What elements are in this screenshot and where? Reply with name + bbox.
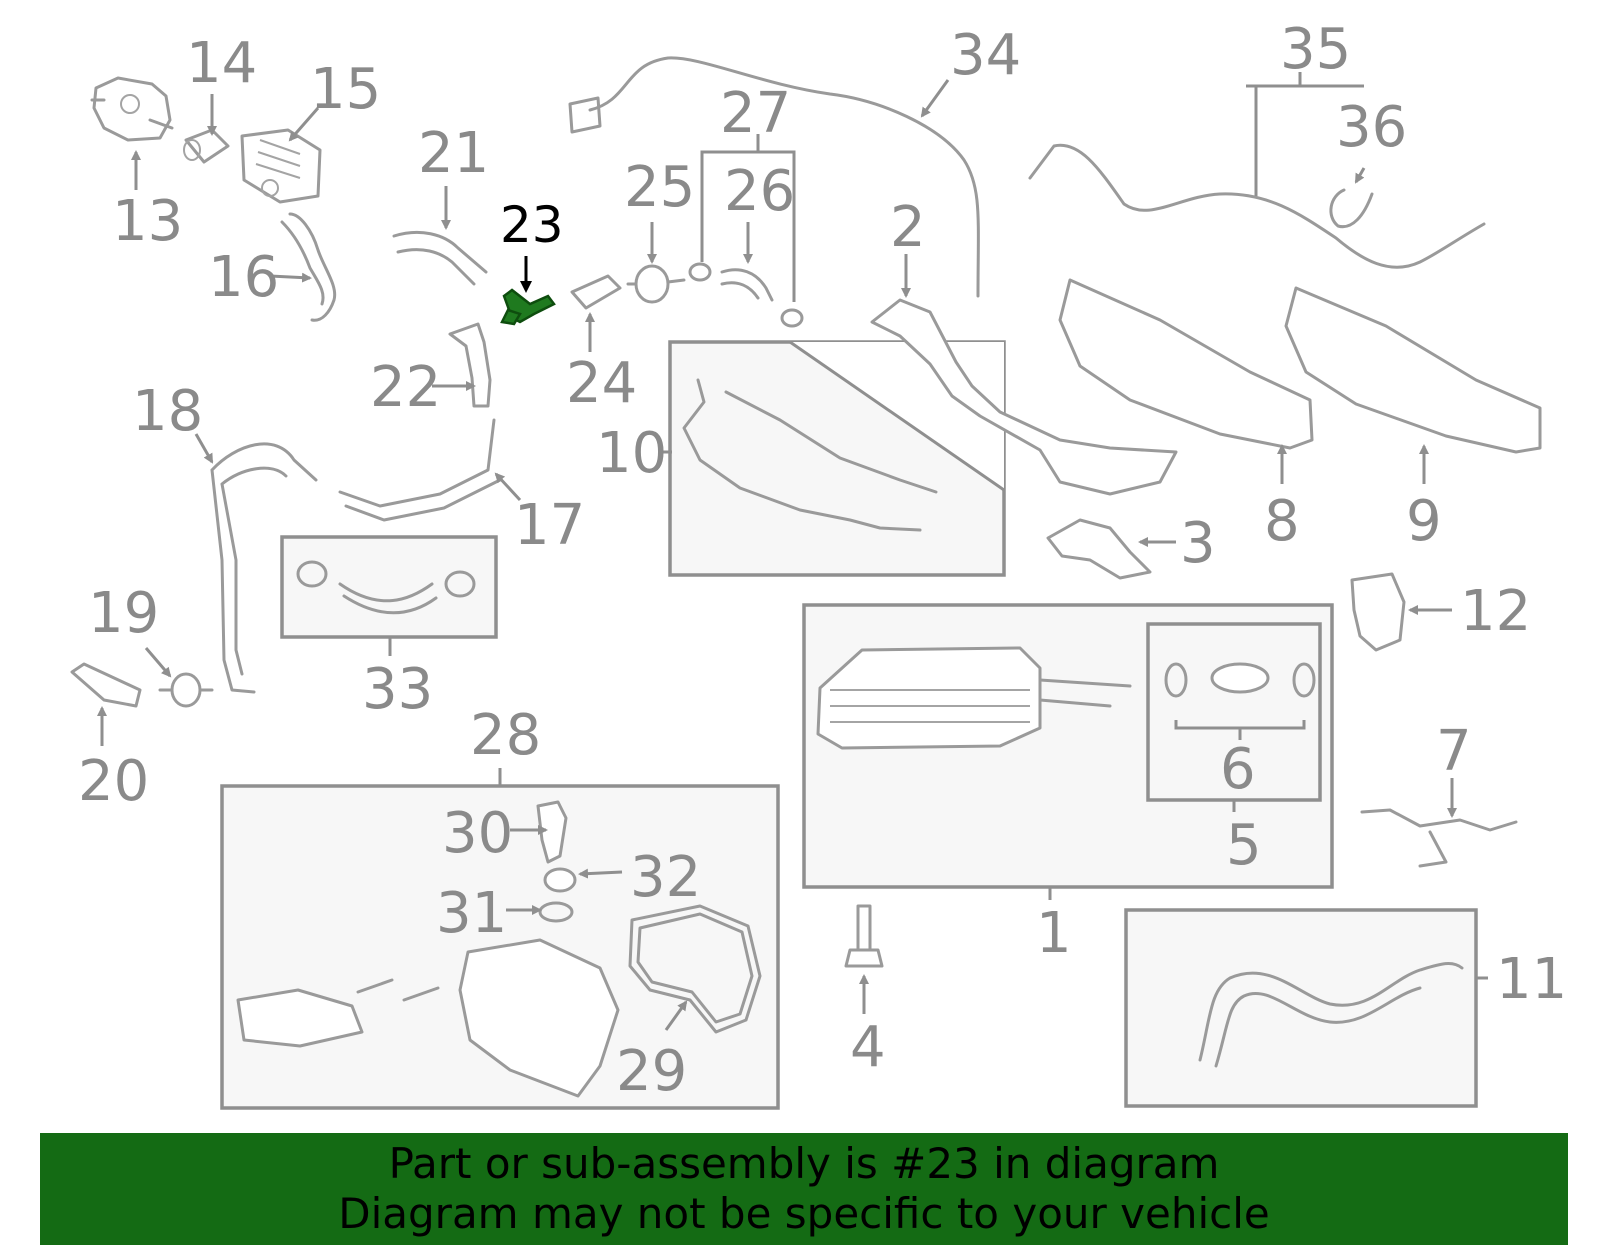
part-25-valve bbox=[626, 264, 686, 304]
footer-line-2: Diagram may not be specific to your vehi… bbox=[338, 1189, 1270, 1238]
part-33-hose bbox=[296, 560, 476, 615]
callout-31[interactable]: 31 bbox=[436, 881, 507, 946]
part-10-tube bbox=[682, 378, 938, 532]
callout-27[interactable]: 27 bbox=[720, 81, 791, 146]
part-1-canister bbox=[816, 646, 1132, 750]
callout-36[interactable]: 36 bbox=[1336, 95, 1407, 160]
callout-22[interactable]: 22 bbox=[370, 355, 441, 420]
part-11-hose bbox=[1198, 962, 1464, 1068]
callout-1[interactable]: 1 bbox=[1036, 901, 1072, 966]
callout-21[interactable]: 21 bbox=[418, 121, 489, 186]
callout-10[interactable]: 10 bbox=[596, 421, 667, 486]
callout-7[interactable]: 7 bbox=[1436, 719, 1472, 784]
part-18-hose bbox=[210, 442, 318, 694]
callout-26[interactable]: 26 bbox=[724, 159, 795, 224]
callout-9[interactable]: 9 bbox=[1406, 489, 1442, 554]
part-22-hose bbox=[448, 322, 492, 408]
part-23-highlight[interactable] bbox=[500, 288, 556, 326]
part-12-valve bbox=[1350, 572, 1406, 652]
part-7-harness bbox=[1360, 808, 1518, 868]
part-32-nut bbox=[543, 867, 577, 893]
part-26-hose bbox=[688, 262, 804, 328]
callout-29[interactable]: 29 bbox=[616, 1039, 687, 1104]
part-15-filter bbox=[240, 128, 322, 204]
callout-23[interactable]: 23 bbox=[500, 196, 564, 254]
box-5 bbox=[1146, 622, 1322, 802]
part-17-tube bbox=[338, 418, 502, 522]
callout-28[interactable]: 28 bbox=[470, 703, 541, 768]
callout-34[interactable]: 34 bbox=[950, 23, 1021, 88]
box-10-edge bbox=[789, 340, 1005, 492]
footer-line-1: Part or sub-assembly is #23 in diagram bbox=[388, 1139, 1220, 1188]
callout-14[interactable]: 14 bbox=[186, 31, 257, 96]
callout-30[interactable]: 30 bbox=[442, 801, 513, 866]
callout-4[interactable]: 4 bbox=[850, 1015, 886, 1080]
callout-24[interactable]: 24 bbox=[566, 351, 637, 416]
part-16-hose bbox=[280, 212, 337, 322]
callout-35[interactable]: 35 bbox=[1280, 17, 1351, 82]
part-30-sensor bbox=[536, 800, 568, 864]
part-13-valve bbox=[90, 76, 174, 142]
part-2-bracket bbox=[870, 298, 1178, 496]
box-11 bbox=[1124, 908, 1478, 1108]
part-8-heat-shield bbox=[1058, 278, 1314, 450]
part-28-assembly bbox=[236, 938, 620, 1098]
part-34-sensor-wire bbox=[568, 56, 980, 298]
part-14-sleeve bbox=[183, 128, 230, 164]
part-36-clip bbox=[1329, 188, 1374, 229]
part-24-hose bbox=[570, 274, 622, 310]
callout-3[interactable]: 3 bbox=[1180, 511, 1216, 576]
callout-32[interactable]: 32 bbox=[630, 845, 701, 910]
part-9-heat-shield bbox=[1284, 286, 1542, 454]
callout-11[interactable]: 11 bbox=[1496, 947, 1567, 1012]
part-20-hose bbox=[70, 662, 142, 708]
part-35-sensor-wire bbox=[1028, 143, 1486, 269]
footer-banner: Part or sub-assembly is #23 in diagram D… bbox=[40, 1133, 1568, 1245]
callout-8[interactable]: 8 bbox=[1264, 489, 1300, 554]
callout-33[interactable]: 33 bbox=[362, 657, 433, 722]
part-4-bolt bbox=[844, 904, 884, 968]
callout-19[interactable]: 19 bbox=[88, 581, 159, 646]
callout-18[interactable]: 18 bbox=[132, 379, 203, 444]
part-29-gasket bbox=[628, 904, 762, 1034]
callout-20[interactable]: 20 bbox=[78, 749, 149, 814]
callout-2[interactable]: 2 bbox=[890, 195, 926, 260]
callout-labels: 13 14 15 16 21 23 22 24 25 26 27 34 35 3… bbox=[78, 17, 1567, 1104]
callout-15[interactable]: 15 bbox=[310, 57, 381, 122]
callout-13[interactable]: 13 bbox=[112, 189, 183, 254]
callout-25[interactable]: 25 bbox=[624, 155, 695, 220]
part-3-bracket bbox=[1046, 518, 1152, 580]
callout-6[interactable]: 6 bbox=[1220, 737, 1256, 802]
part-6-fittings bbox=[1164, 662, 1316, 698]
callout-12[interactable]: 12 bbox=[1460, 579, 1531, 644]
callout-5[interactable]: 5 bbox=[1226, 813, 1262, 878]
part-21-hose bbox=[392, 230, 488, 286]
part-19-valve bbox=[158, 672, 214, 708]
callout-16[interactable]: 16 bbox=[208, 245, 279, 310]
leaders bbox=[97, 72, 1488, 1031]
callout-17[interactable]: 17 bbox=[514, 493, 585, 558]
box-33 bbox=[280, 535, 498, 639]
